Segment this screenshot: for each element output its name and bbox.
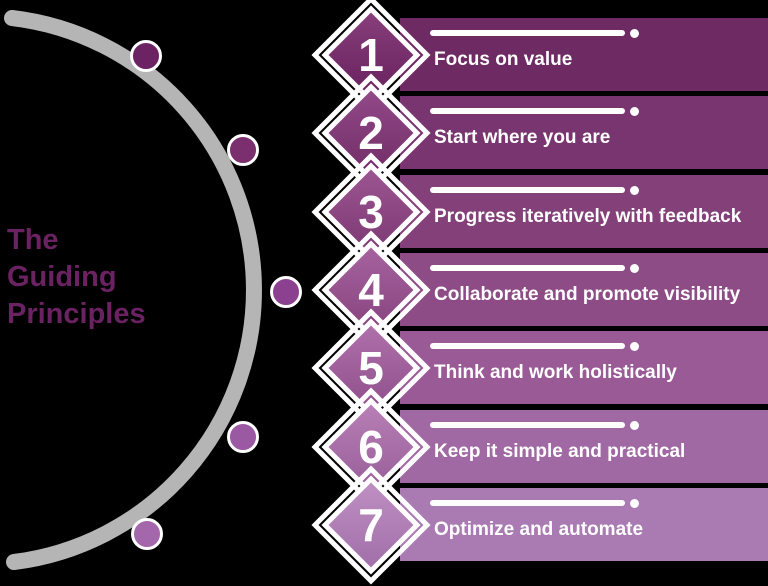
principle-bar-2: Start where you are — [400, 96, 768, 169]
principle-bar-6: Keep it simple and practical — [400, 410, 768, 483]
principle-label-3: Progress iteratively with feedback — [434, 206, 742, 227]
accent-dot-icon — [630, 342, 639, 351]
accent-dot-icon — [630, 421, 639, 430]
accent-line — [430, 187, 625, 193]
principle-bar-3: Progress iteratively with feedback — [400, 175, 768, 248]
principle-number-4: 4 — [358, 264, 384, 316]
principle-label-2: Start where you are — [434, 127, 611, 148]
accent-line — [430, 422, 625, 428]
principle-label-1: Focus on value — [434, 49, 573, 70]
page-title: The Guiding Principles — [7, 222, 146, 333]
accent-dot-icon — [630, 499, 639, 508]
principle-label-5: Think and work holistically — [434, 362, 677, 383]
accent-line — [430, 265, 625, 271]
arc-dot-1 — [130, 40, 162, 72]
semicircle-arc — [4, 10, 262, 570]
principle-bar-4: Collaborate and promote visibility — [400, 253, 768, 326]
principle-number-7: 7 — [358, 499, 384, 551]
accent-dot-icon — [630, 107, 639, 116]
principle-bar-5: Think and work holistically — [400, 331, 768, 404]
title-line-2: Guiding — [7, 261, 117, 293]
accent-line — [430, 500, 625, 506]
principle-number-1: 1 — [358, 29, 384, 81]
arc-dot-5 — [131, 518, 163, 550]
title-line-3: Principles — [7, 298, 146, 330]
title-line-1: The — [7, 224, 59, 256]
diamond-outline-accent — [311, 465, 431, 585]
accent-line — [430, 30, 625, 36]
principle-diamond-7: 7 — [311, 465, 431, 585]
diamond-shape — [321, 475, 421, 575]
principle-number-5: 5 — [358, 342, 384, 394]
principle-bar-1: Focus on value — [400, 18, 768, 91]
arc-dot-2 — [227, 134, 259, 166]
accent-dot-icon — [630, 264, 639, 273]
principle-number-3: 3 — [358, 186, 384, 238]
principle-label-4: Collaborate and promote visibility — [434, 284, 741, 305]
arc-dot-4 — [227, 421, 259, 453]
principle-label-7: Optimize and automate — [434, 519, 644, 540]
principle-diamond-2: 2 — [311, 73, 431, 193]
accent-line — [430, 343, 625, 349]
arc-dot-3 — [270, 276, 302, 308]
accent-dot-icon — [630, 186, 639, 195]
accent-dot-icon — [630, 29, 639, 38]
principle-bar-7: Optimize and automate — [400, 488, 768, 561]
principle-diamond-5: 5 — [311, 308, 431, 428]
principle-number-2: 2 — [358, 107, 384, 159]
accent-line — [430, 108, 625, 114]
principle-number-6: 6 — [358, 421, 384, 473]
principle-label-6: Keep it simple and practical — [434, 441, 686, 462]
arc-path — [4, 10, 262, 570]
